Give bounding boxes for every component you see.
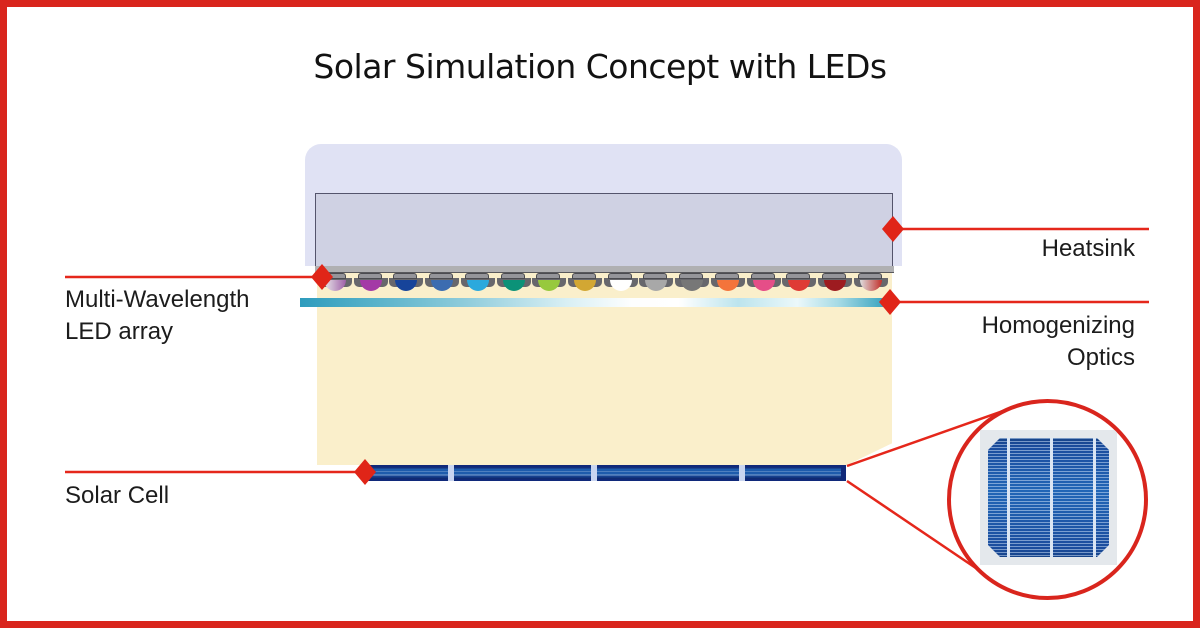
led-dome [466, 280, 489, 291]
solar-cell-gap [739, 465, 745, 481]
magnified-cell-plate [980, 430, 1117, 565]
solar-cell-gap [591, 465, 597, 481]
led-dome [431, 280, 454, 291]
led-dome [395, 280, 418, 291]
led-package [425, 273, 460, 293]
led-dome [609, 280, 632, 291]
label-homogenizing-optics: Homogenizing Optics [981, 312, 1135, 372]
led-dome [574, 280, 597, 291]
solar-cell-bar [365, 465, 846, 481]
led-package [532, 273, 567, 293]
led-package [318, 273, 352, 293]
led-package [603, 273, 638, 293]
led-package [460, 273, 495, 293]
led-dome [788, 280, 811, 291]
led-tab [607, 273, 632, 279]
led-dome [824, 280, 847, 291]
led-dome [859, 280, 882, 291]
led-tab [429, 273, 454, 279]
led-tab [572, 273, 597, 279]
led-tab [322, 273, 346, 279]
led-dome [324, 280, 346, 291]
heatsink-plate [315, 193, 893, 267]
led-dome [359, 280, 382, 291]
led-dome [752, 280, 775, 291]
led-package [353, 273, 388, 293]
led-dome [716, 280, 739, 291]
led-tab [857, 273, 882, 279]
led-package [675, 273, 710, 293]
led-tab [714, 273, 739, 279]
busbar [1093, 438, 1096, 557]
led-package [746, 273, 781, 293]
led-dome [681, 280, 704, 291]
led-dome [502, 280, 525, 291]
led-tab [536, 273, 561, 279]
magnifier-circle [947, 399, 1148, 600]
led-tab [679, 273, 704, 279]
led-tab [357, 273, 382, 279]
led-package [818, 273, 853, 293]
led-dome [538, 280, 561, 291]
led-tab [750, 273, 775, 279]
led-package [853, 273, 888, 293]
led-package [639, 273, 674, 293]
led-substrate-strip [315, 266, 894, 273]
led-tab [643, 273, 668, 279]
led-package [710, 273, 745, 293]
led-dome [645, 280, 668, 291]
led-tab [464, 273, 489, 279]
busbar [1007, 438, 1010, 557]
led-package [496, 273, 531, 293]
led-tab [393, 273, 418, 279]
homogenizing-optics-bar [300, 298, 892, 307]
page-title: Solar Simulation Concept with LEDs [313, 47, 887, 86]
led-package [782, 273, 817, 293]
label-multi-wavelength-led-array: Multi-Wavelength LED array [65, 286, 250, 346]
led-package [568, 273, 603, 293]
led-array [318, 273, 888, 293]
magnified-cell-surface [988, 438, 1109, 557]
solar-cell-gap [448, 465, 454, 481]
led-tab [822, 273, 847, 279]
led-package [389, 273, 424, 293]
label-heatsink: Heatsink [1041, 235, 1135, 262]
busbar [1050, 438, 1053, 557]
led-tab [500, 273, 525, 279]
led-tab [786, 273, 811, 279]
label-solar-cell: Solar Cell [65, 482, 170, 509]
